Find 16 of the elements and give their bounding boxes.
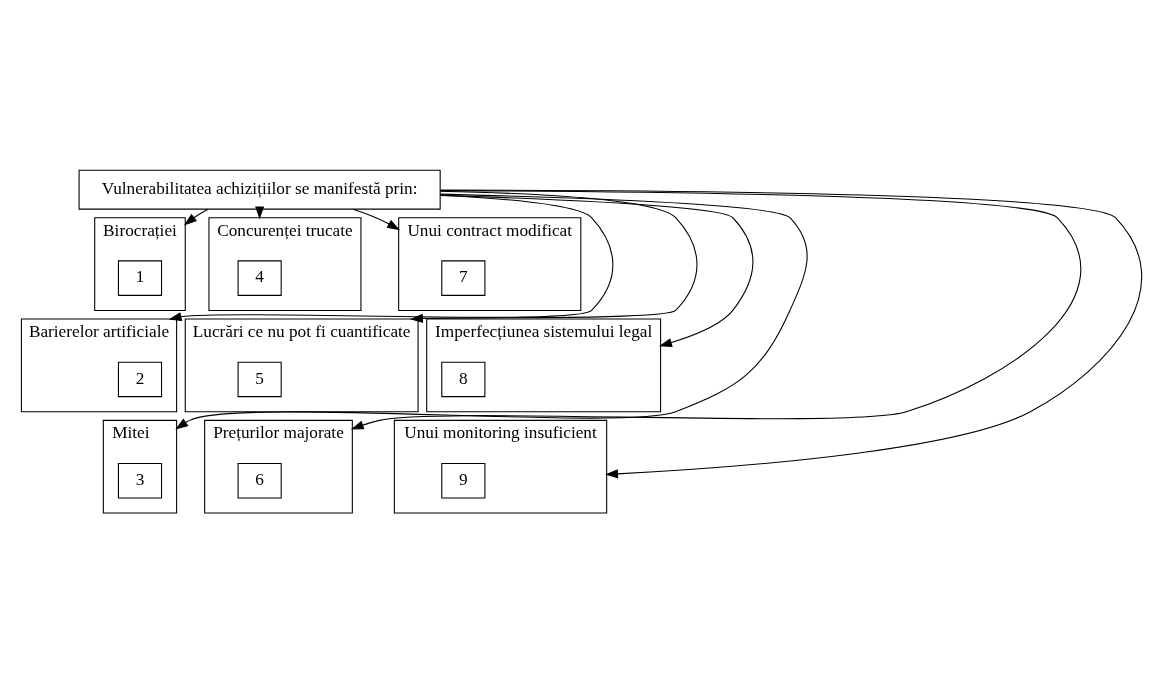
- node-box: 3: [117, 462, 163, 499]
- arrow: [183, 208, 209, 226]
- arrow: [439, 194, 754, 347]
- node-box: 6: [237, 462, 282, 499]
- node-box: 7: [441, 260, 486, 296]
- node-box: 8: [441, 361, 486, 398]
- node-box: 1: [117, 260, 163, 296]
- arrow: [168, 194, 614, 322]
- arrow: [175, 193, 808, 430]
- arrow: [409, 190, 698, 323]
- node-box: 2: [117, 361, 163, 398]
- arrow: [440, 189, 1142, 479]
- node-box: 4: [237, 260, 282, 296]
- arrow: [350, 190, 1081, 430]
- node-box: 5: [237, 361, 282, 398]
- node-box: 9: [441, 462, 486, 499]
